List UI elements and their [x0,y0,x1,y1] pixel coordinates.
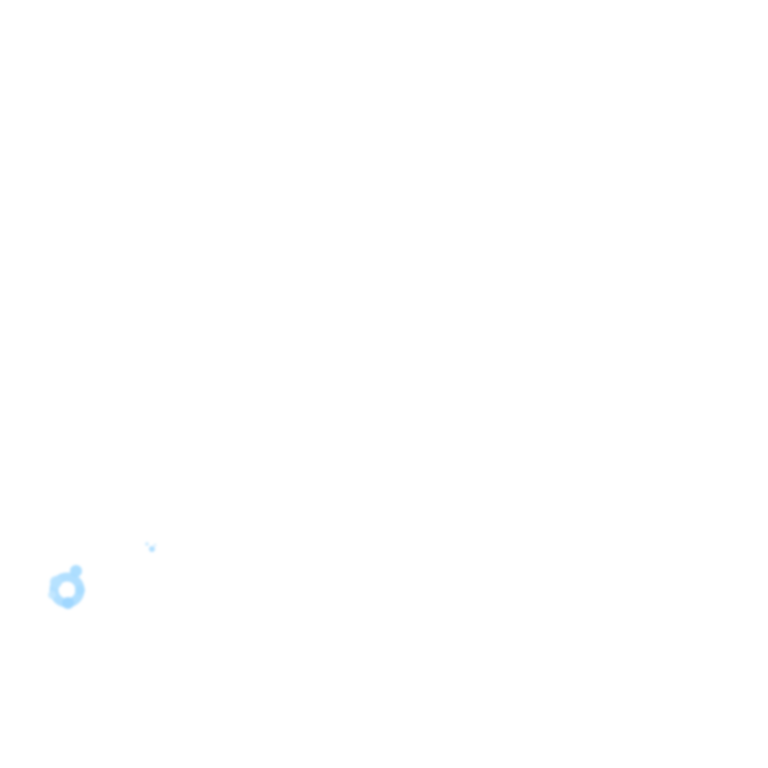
spark-particle-icon [145,542,157,552]
ring-particle-icon [48,565,85,609]
